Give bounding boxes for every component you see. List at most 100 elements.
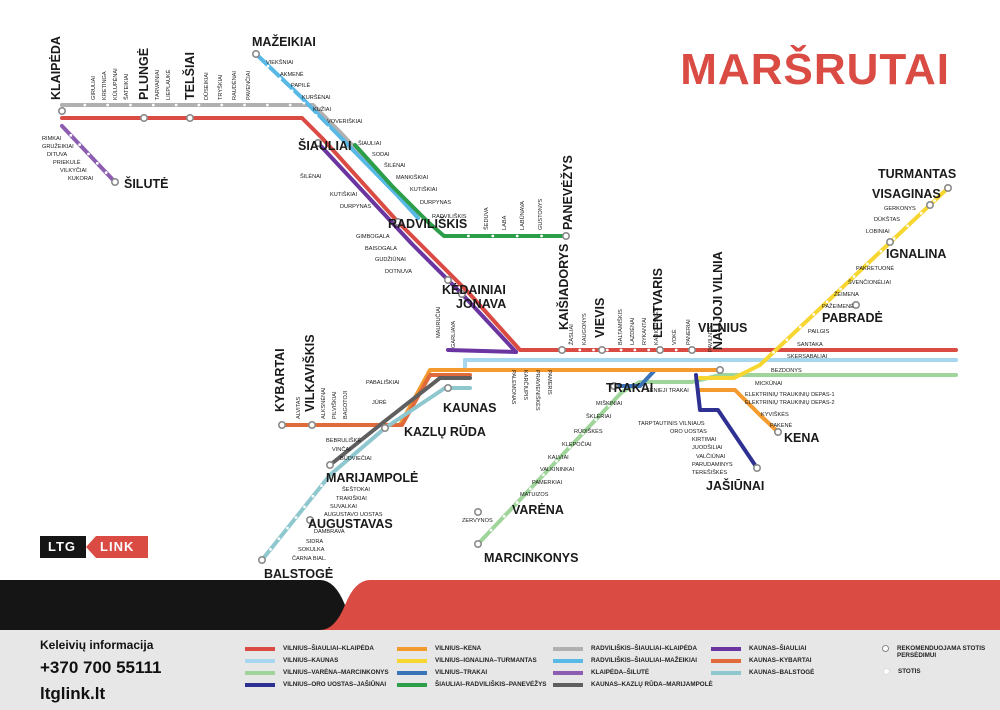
station-dot[interactable] [607, 404, 611, 408]
transfer-station-siauliai[interactable] [313, 139, 322, 148]
transfer-station-lentvaris[interactable] [655, 345, 664, 354]
station-dot[interactable] [278, 77, 282, 80]
station-dot[interactable] [83, 103, 87, 107]
station-dot[interactable] [489, 528, 493, 532]
transfer-station-jasiunai[interactable] [752, 463, 761, 472]
station-dot[interactable] [568, 445, 572, 449]
station-dot[interactable] [311, 494, 315, 498]
transfer-station-visaginas[interactable] [925, 201, 934, 210]
station-dot[interactable] [785, 338, 789, 342]
station-dot[interactable] [269, 547, 272, 551]
station-dot[interactable] [288, 103, 292, 107]
transfer-station-mazeikiai[interactable] [252, 49, 261, 58]
station-dot[interactable] [542, 473, 545, 477]
station-dot[interactable] [314, 114, 318, 117]
transfer-station-naujoji_vilnia[interactable] [715, 365, 724, 374]
station-dot[interactable] [243, 103, 246, 107]
station-dot[interactable] [174, 103, 178, 107]
transfer-station-panevezys[interactable] [561, 232, 570, 241]
transfer-station-telsiai[interactable] [186, 114, 195, 123]
station-dot[interactable] [906, 224, 910, 228]
station-dot[interactable] [491, 234, 495, 238]
transfer-station-turmantas[interactable] [943, 184, 952, 193]
transfer-station-kaunas[interactable] [443, 383, 452, 392]
station-dot[interactable] [197, 103, 201, 107]
transfer-station-varena[interactable] [473, 507, 482, 516]
transfer-station-plunge[interactable] [140, 114, 149, 123]
station-dot[interactable] [302, 101, 306, 105]
minor-station-label: DURPYNAS [420, 200, 451, 206]
transfer-station-vievis[interactable] [597, 345, 606, 354]
station-dot[interactable] [528, 487, 532, 491]
station-dot[interactable] [515, 234, 519, 238]
station-dot[interactable] [502, 514, 506, 518]
station-dot[interactable] [772, 350, 775, 354]
station-dot[interactable] [106, 103, 110, 107]
station-dot[interactable] [581, 432, 585, 435]
station-dot[interactable] [326, 126, 330, 130]
info-phone[interactable]: +370 700 55111 [40, 658, 162, 677]
station-dot[interactable] [798, 325, 802, 329]
station-dot[interactable] [866, 262, 869, 266]
station-dot[interactable] [879, 249, 883, 253]
transfer-station-kedainiai[interactable] [443, 275, 452, 284]
station-dot[interactable] [540, 234, 543, 238]
station-dot[interactable] [78, 143, 82, 147]
station-dot[interactable] [933, 199, 936, 203]
transfer-station-augustavas[interactable] [305, 515, 314, 524]
station-dot[interactable] [633, 348, 637, 352]
station-dot[interactable] [812, 313, 816, 316]
station-dot[interactable] [674, 348, 678, 352]
station-dot[interactable] [104, 171, 108, 175]
minor-station-label: MATUIZOS [520, 492, 549, 498]
minor-station-label: JUODŠILIAI [692, 444, 723, 451]
station-dot[interactable] [290, 89, 294, 93]
station-dot[interactable] [892, 237, 896, 240]
station-dot[interactable] [839, 287, 842, 291]
station-dot[interactable] [69, 133, 73, 137]
transfer-station-vilkaviskis[interactable] [307, 420, 316, 429]
transfer-station-jonava[interactable] [457, 289, 466, 298]
station-dot[interactable] [825, 300, 829, 304]
transfer-station-ignalina[interactable] [885, 238, 894, 247]
transfer-station-kybartai[interactable] [277, 420, 286, 429]
minor-station-label: KUTIŠKIAI [330, 191, 357, 198]
station-dot[interactable] [592, 348, 595, 352]
transfer-station-radviliskis[interactable] [393, 218, 402, 227]
transfer-station-trakai[interactable] [609, 381, 618, 390]
station-dot[interactable] [647, 348, 651, 352]
station-dot[interactable] [605, 348, 609, 352]
station-dot[interactable] [467, 234, 470, 238]
station-dot[interactable] [852, 275, 856, 278]
transfer-station-kazlu_ruda[interactable] [380, 423, 389, 432]
station-dot[interactable] [129, 103, 132, 107]
station-dot[interactable] [294, 516, 298, 519]
transfer-station-klaipeda[interactable] [57, 107, 66, 116]
station-dot[interactable] [277, 537, 281, 541]
transfer-station-pabrade[interactable] [851, 300, 860, 309]
transfer-station-vilnius[interactable] [687, 345, 696, 354]
station-dot[interactable] [95, 161, 99, 165]
station-dot[interactable] [303, 505, 306, 509]
transfer-station-silute[interactable] [111, 178, 120, 187]
station-dot[interactable] [320, 484, 323, 488]
transfer-station-marcinkonys[interactable] [473, 539, 482, 548]
station-dot[interactable] [286, 526, 289, 530]
station-dot[interactable] [619, 348, 623, 352]
station-dot[interactable] [87, 152, 90, 156]
station-dot[interactable] [919, 211, 923, 215]
transfer-station-marijampole[interactable] [325, 460, 334, 469]
station-dot[interactable] [515, 501, 519, 504]
station-dot[interactable] [594, 418, 598, 422]
station-dot[interactable] [220, 103, 224, 107]
transfer-station-kaisiadorys[interactable] [557, 345, 566, 354]
transfer-station-balstoge[interactable] [257, 555, 266, 564]
minor-station-label: ČARNA BIAL. [292, 555, 327, 562]
station-dot[interactable] [151, 103, 155, 107]
station-dot[interactable] [578, 348, 582, 352]
station-dot[interactable] [265, 103, 269, 107]
info-website[interactable]: ltglink.lt [40, 684, 106, 703]
transfer-station-kena[interactable] [773, 427, 782, 436]
station-dot[interactable] [266, 64, 270, 68]
station-dot[interactable] [555, 459, 558, 463]
